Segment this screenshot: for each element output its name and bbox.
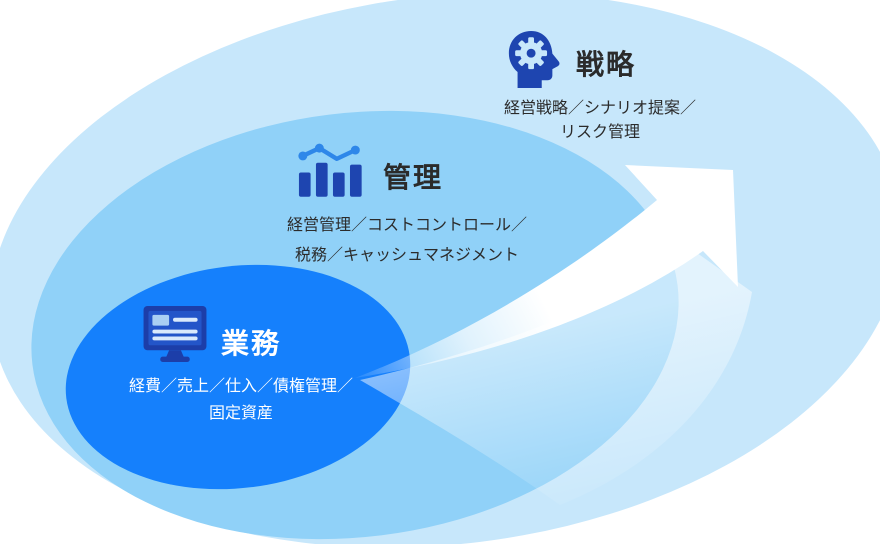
strategy-items: 経営戦略／シナリオ提案／ リスク管理 [480,97,720,145]
operations-header: 業務 [115,306,367,363]
management-items: 経営管理／コストコントロール／ 税務／キャッシュマネジメント [275,211,539,271]
strategy-header: 戦略 [480,28,720,90]
management-items-line2: 税務／キャッシュマネジメント [294,247,519,264]
management-section: 管理 経営管理／コストコントロール／ 税務／キャッシュマネジメント [275,142,539,271]
management-bar-chart-icon [298,143,362,197]
operations-monitor-icon [143,306,207,363]
management-title: 管理 [383,161,444,193]
management-items-line1: 経営管理／コストコントロール／ [286,217,527,234]
strategy-title: 戦略 [576,49,637,80]
operations-items-line1: 経費／売上／仕入／債権管理／ [128,378,353,395]
arrow-glow [360,248,752,505]
operations-items: 経費／売上／仕入／債権管理／ 固定資産 [115,373,367,427]
strategy-items-line1: 経営戦略／シナリオ提案／ [503,100,696,117]
operations-section: 業務 経費／売上／仕入／債権管理／ 固定資産 [115,306,367,427]
management-header: 管理 [275,142,539,199]
strategy-head-gear-icon [508,30,560,88]
operations-items-line2: 固定資産 [208,405,273,422]
strategy-items-line2: リスク管理 [559,124,640,141]
arrow-body [355,165,738,378]
operations-title: 業務 [221,327,282,359]
strategy-section: 戦略 経営戦略／シナリオ提案／ リスク管理 [480,28,720,145]
